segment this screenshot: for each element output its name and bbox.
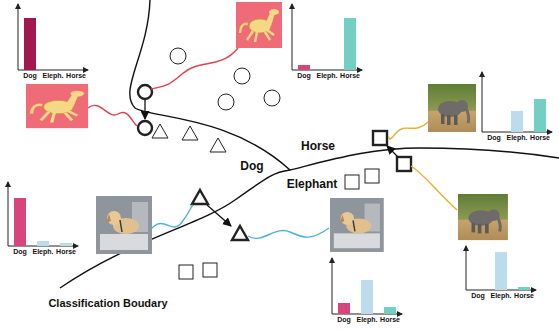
probability-chart [292, 4, 362, 70]
axis-label: Dog [23, 72, 37, 79]
axis-label: Dog [297, 72, 311, 79]
probability-chart [482, 72, 552, 132]
boundary-label: Classification Boudary [48, 298, 167, 309]
axis-label: Eleph. [356, 316, 377, 323]
axis-label: Horse [340, 72, 360, 79]
axis-label: Horse [530, 134, 550, 141]
axis-label: Horse [514, 292, 534, 299]
axis-label: Dog [471, 292, 485, 299]
horse-photo [236, 2, 282, 48]
axis-label: Dog [13, 248, 27, 255]
elephant-photo [428, 84, 476, 132]
axis-label: Horse [66, 72, 86, 79]
horse-photo [26, 84, 88, 128]
elephant-photo [458, 194, 508, 240]
dog-photo [330, 198, 384, 252]
dog-photo [96, 196, 152, 254]
axis-label: Eleph. [316, 72, 337, 79]
axis-label: Horse [56, 248, 76, 255]
axis-label: Dog [337, 316, 351, 323]
elephant-samples [179, 131, 411, 279]
region-label: Horse [301, 140, 335, 152]
probability-chart [18, 4, 88, 70]
probability-chart [332, 258, 402, 314]
axis-label: Dog [487, 134, 501, 141]
axis-label: Eleph. [490, 292, 511, 299]
probability-chart [466, 246, 536, 290]
axis-label: Horse [380, 316, 400, 323]
region-label: Dog [240, 160, 263, 172]
axis-label: Eleph. [506, 134, 527, 141]
region-label: Elephant [287, 178, 338, 190]
leader-line [88, 48, 457, 238]
probability-chart [8, 182, 78, 246]
classification-boundary [60, 0, 559, 288]
horse-samples [138, 48, 280, 135]
axis-label: Eleph. [42, 72, 63, 79]
axis-label: Eleph. [32, 248, 53, 255]
dog-samples [152, 124, 248, 240]
